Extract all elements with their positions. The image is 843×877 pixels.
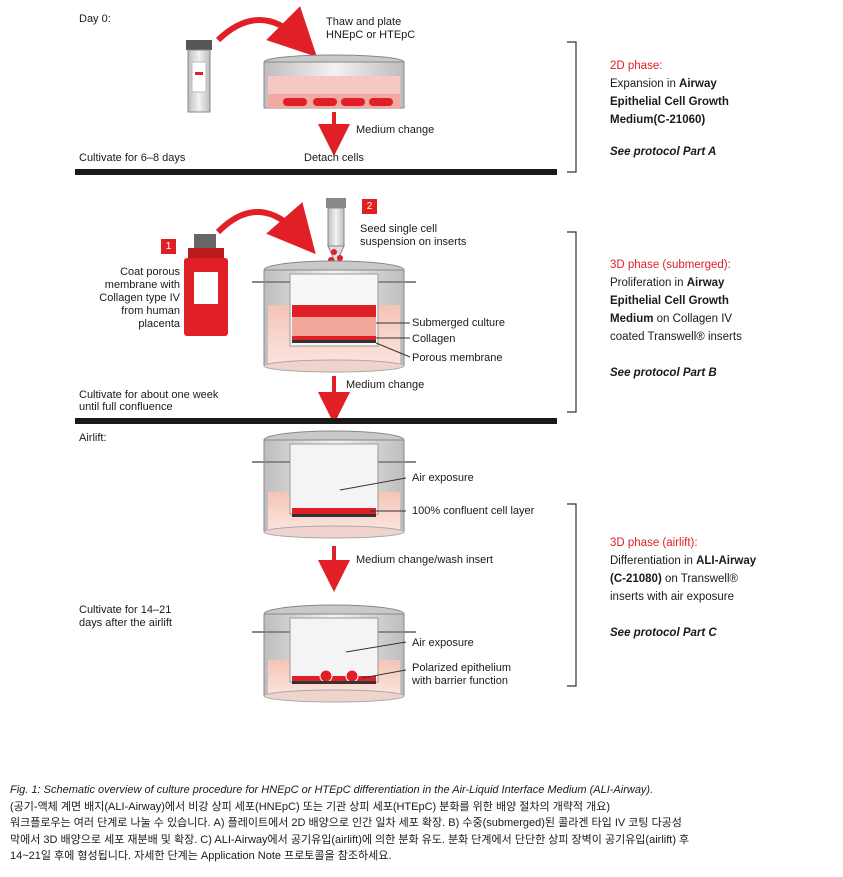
phase-3d-sub-text: coated Transwell® inserts [610, 331, 742, 343]
coat-line1: Coat porous [120, 266, 180, 278]
divider [75, 418, 557, 424]
culture-dish-icon [263, 54, 405, 109]
polarized-line1: Polarized epithelium [412, 662, 512, 674]
caption-line: (공기-액체 계면 배지(ALI-Airway)에서 비강 상피 세포(HNEp… [10, 800, 611, 813]
caption-line: 14~21일 후에 형성됩니다. 자세한 단계는 Application Not… [10, 850, 392, 862]
caption-fig-text: : Schematic overview of culture procedur… [37, 784, 654, 796]
phase-2d-text-bold: Airway [679, 78, 717, 90]
phase-3d-sub-text-bold: Airway [686, 277, 725, 289]
curved-arrow-icon [215, 6, 317, 57]
step-badge-1: 1 [161, 239, 176, 254]
caption-line: 막에서 3D 배양으로 세포 재분배 및 확장. C) ALI-Airway에서… [10, 833, 690, 846]
caption-fig-label: Fig. 1 [10, 784, 38, 796]
phase-3d-air-text: on Transwell® [661, 573, 739, 585]
curved-arrow-icon [215, 202, 316, 255]
detach-cells-label: Detach cells [304, 152, 364, 164]
phase-3d-airlift-panel: 3D phase (airlift): Differentiation in A… [610, 534, 756, 642]
coat-line4: from human [121, 305, 180, 317]
porous-membrane-label: Porous membrane [412, 352, 503, 364]
workflow-artwork [184, 6, 577, 703]
coat-line2: membrane with [104, 279, 180, 291]
coat-line5: placenta [138, 318, 180, 330]
air-exposure-label: Air exposure [412, 472, 474, 484]
cultivate-airlift-line1: Cultivate for 14–21 [79, 604, 172, 616]
phase-2d-text-bold: Medium(C-21060) [610, 114, 706, 126]
figure-caption: Fig. 1: Schematic overview of culture pr… [10, 782, 840, 865]
confluent-layer-label: 100% confluent cell layer [412, 505, 535, 517]
phase-3d-sub-text: Proliferation in [610, 277, 687, 289]
phase-2d-text-bold: Epithelial Cell Growth [610, 96, 729, 108]
phase-3d-air-text-bold: ALI-Airway [696, 555, 757, 567]
phase-2d-panel: 2D phase: Expansion in Airway Epithelial… [610, 57, 729, 161]
transwell-insert-airlift-icon [252, 430, 416, 539]
transwell-insert-submerged-icon [252, 260, 416, 373]
caption-line: 워크플로우는 여러 단계로 나눌 수 있습니다. A) 플레이트에서 2D 배양… [10, 817, 682, 829]
day0-label: Day 0: [79, 13, 111, 25]
cultivate-week-line2: until full confluence [79, 401, 173, 413]
protocol-link: See protocol Part A [610, 146, 717, 158]
air-exposure-label: Air exposure [412, 637, 474, 649]
cell-vial-icon [186, 40, 212, 113]
polarized-line2: with barrier function [412, 675, 508, 687]
phase-3d-sub-text: on Collagen IV [653, 313, 733, 325]
phase-3d-sub-text-bold: Epithelial Cell Growth [610, 295, 729, 307]
phase-3d-air-text: Differentiation in [610, 555, 697, 567]
seed-line2: suspension on inserts [360, 236, 467, 248]
phase-2d-title: 2D phase: [610, 60, 663, 72]
phase-3d-air-text: inserts with air exposure [610, 591, 734, 603]
cultivate-2d-label: Cultivate for 6–8 days [79, 152, 186, 164]
airlift-label: Airlift: [79, 432, 107, 444]
divider [75, 169, 557, 175]
phase-3d-sub-text-bold: Medium [610, 313, 654, 325]
medium-wash-label: Medium change/wash insert [356, 554, 493, 566]
collagen-label: Collagen [412, 333, 456, 345]
thaw-line1: Thaw and plate [326, 16, 402, 28]
phase-2d-text: Expansion in [610, 78, 680, 90]
phase-3d-air-text-bold: (C-21080) [610, 573, 662, 585]
cultivate-airlift-line2: days after the airlift [79, 617, 172, 629]
collagen-bottle-icon [184, 234, 228, 336]
protocol-link: See protocol Part C [610, 627, 717, 639]
cultivate-week-line1: Cultivate for about one week [79, 389, 219, 401]
transwell-insert-polarized-icon [252, 604, 416, 703]
medium-change-label: Medium change [356, 124, 435, 136]
medium-change-label: Medium change [346, 379, 425, 391]
phase-3d-submerged-panel: 3D phase (submerged): Proliferation in A… [610, 256, 742, 382]
submerged-culture-label: Submerged culture [412, 317, 505, 329]
pipette-icon [326, 198, 346, 266]
phase-3d-air-title: 3D phase (airlift): [610, 537, 698, 549]
step-badge-2: 2 [362, 199, 377, 214]
coat-line3: Collagen type IV [99, 292, 180, 304]
seed-line1: Seed single cell [360, 223, 438, 235]
thaw-line2: HNEpC or HTEpC [326, 29, 416, 41]
protocol-link: See protocol Part B [610, 367, 717, 379]
phase-3d-sub-title: 3D phase (submerged): [610, 259, 731, 271]
